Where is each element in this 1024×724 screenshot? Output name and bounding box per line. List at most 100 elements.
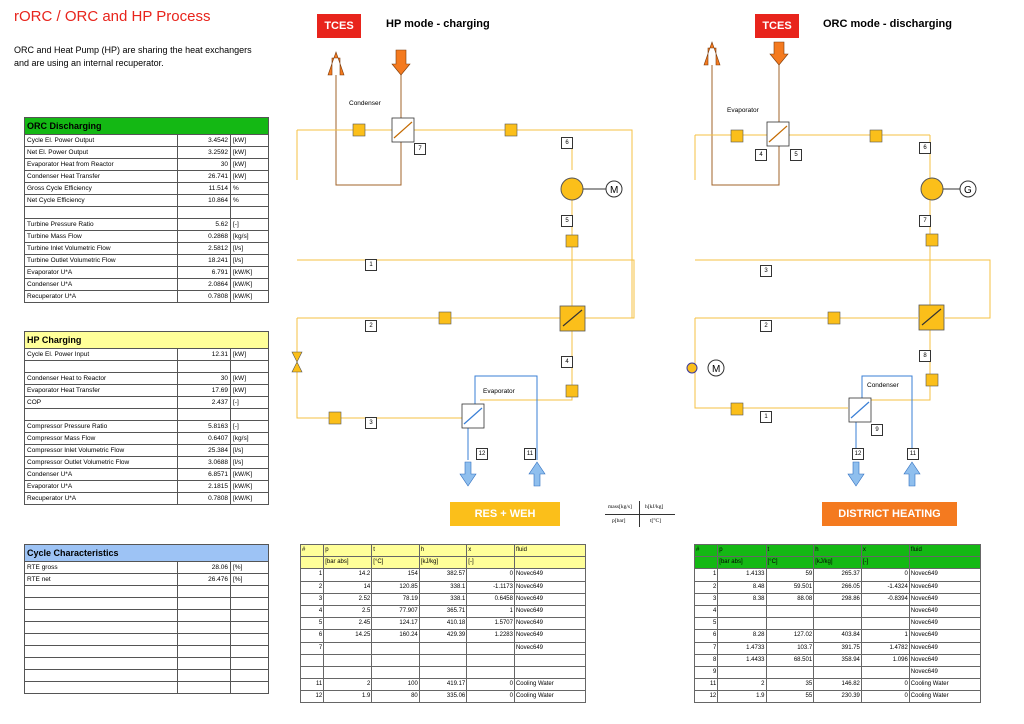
orc-state-node: 6: [919, 142, 931, 154]
orc-state-cell: 2: [693, 580, 719, 594]
orc-state-units-row: [bar abs][°C][kJ/kg][-]: [693, 556, 982, 570]
hp-state-cell: 2.5: [323, 604, 373, 619]
hp-state-row: [299, 665, 587, 680]
cycle-param-row: [24, 669, 269, 682]
cycle-param-unit: [230, 585, 269, 598]
hp-state-cell: 2.45: [323, 617, 373, 631]
orc-state-header: h: [813, 543, 862, 558]
hp-state-cell: 1.9: [323, 690, 373, 704]
cycle-param-row: [24, 657, 269, 670]
orc-state-cell: 265.37: [813, 568, 862, 582]
hp-condenser-hx: [391, 117, 415, 143]
orc-state-cell: Novec649: [908, 568, 982, 582]
orc-state-cell: 1.9: [717, 690, 767, 704]
cycle-param-value: [177, 669, 231, 682]
cycle-param-value: [177, 657, 231, 670]
res-weh-banner: RES + WEH: [450, 502, 560, 526]
hp-state-cell: 419.17: [418, 678, 468, 692]
hp-state-cell: 77.907: [371, 604, 420, 619]
orc-state-cell: 1.4433: [717, 653, 767, 667]
orc-state-cell: 11: [693, 678, 719, 692]
cycle-param-label: [24, 597, 178, 610]
hp-state-header: p: [323, 543, 373, 558]
orc-state-cell: -1.4324: [860, 580, 910, 594]
orc-state-node: 4: [755, 149, 767, 161]
hp-state-cell: 0.6458: [466, 592, 515, 606]
orc-turbine-generator: G: [920, 177, 977, 201]
cycle-param-value: [177, 633, 231, 646]
orc-state-unit: [°C]: [765, 556, 815, 570]
orc-state-cell: 1.4782: [860, 641, 910, 655]
hp-state-cell: 410.18: [418, 617, 468, 631]
cycle-param-value: [177, 609, 231, 622]
orc-state-cell: 1: [693, 568, 719, 582]
hp-condenser-label: Condenser: [349, 100, 381, 107]
orc-state-node: 8: [919, 350, 931, 362]
orc-state-cell: 9: [693, 665, 719, 680]
hp-state-cell: 0: [466, 678, 515, 692]
hp-state-cell: [513, 653, 587, 667]
orc-state-header: p: [717, 543, 767, 558]
orc-state-cell: -0.8394: [860, 592, 910, 606]
hp-state-node: 12: [476, 448, 488, 460]
orc-state-cell: 5: [693, 617, 719, 631]
hp-state-cell: Novec649: [513, 617, 587, 631]
legend-hline: [605, 514, 675, 515]
orc-param-unit: [kW/K]: [230, 290, 269, 303]
orc-state-cell: [813, 617, 862, 631]
orc-state-cell: [717, 665, 767, 680]
orc-state-cell: 59.501: [765, 580, 815, 594]
orc-state-node: 1: [760, 411, 772, 423]
hp-state-node: 1: [365, 259, 377, 271]
hp-state-header: h: [418, 543, 468, 558]
hp-state-cell: [418, 641, 468, 655]
orc-state-cell: 3: [693, 592, 719, 606]
orc-state-header: t: [765, 543, 815, 558]
orc-state-unit: [bar abs]: [717, 556, 767, 570]
hp-state-cell: Cooling Water: [513, 690, 587, 704]
cycle-param-row: [24, 681, 269, 694]
hp-state-cell: 6: [299, 629, 325, 643]
hp-heat-source-arrows: [327, 49, 411, 186]
hp-table-title: HP Charging: [24, 331, 269, 349]
hp-state-cell: 335.06: [418, 690, 468, 704]
cycle-param-unit: [230, 681, 269, 694]
orc-state-cell: 103.7: [765, 641, 815, 655]
orc-state-cell: 391.75: [813, 641, 862, 655]
hp-state-cell: Novec649: [513, 629, 587, 643]
hp-state-cell: 365.71: [418, 604, 468, 619]
orc-state-cell: 59: [765, 568, 815, 582]
hp-state-cell: 3: [299, 592, 325, 606]
hp-state-unit: [513, 556, 587, 570]
hp-state-cell: 429.39: [418, 629, 468, 643]
cycle-param-unit: [230, 609, 269, 622]
orc-param-value: 0.7808: [177, 290, 231, 303]
orc-state-cell: 0: [860, 678, 910, 692]
hp-state-cell: 11: [299, 678, 325, 692]
district-heating-banner: DISTRICT HEATING: [822, 502, 957, 526]
hp-state-cell: 14.2: [323, 568, 373, 582]
orc-state-cell: 0: [860, 690, 910, 704]
hp-state-cell: 78.19: [371, 592, 420, 606]
cycle-param-value: [177, 585, 231, 598]
hp-state-cell: Cooling Water: [513, 678, 587, 692]
orc-state-cell: Novec649: [908, 604, 982, 619]
orc-state-cell: 12: [693, 690, 719, 704]
cycle-param-row: [24, 633, 269, 646]
cycle-param-row: [24, 609, 269, 622]
hp-state-cell: Novec649: [513, 604, 587, 619]
hp-param-row: [24, 408, 269, 421]
hp-state-header: t: [371, 543, 420, 558]
orc-state-cell: 2: [717, 678, 767, 692]
